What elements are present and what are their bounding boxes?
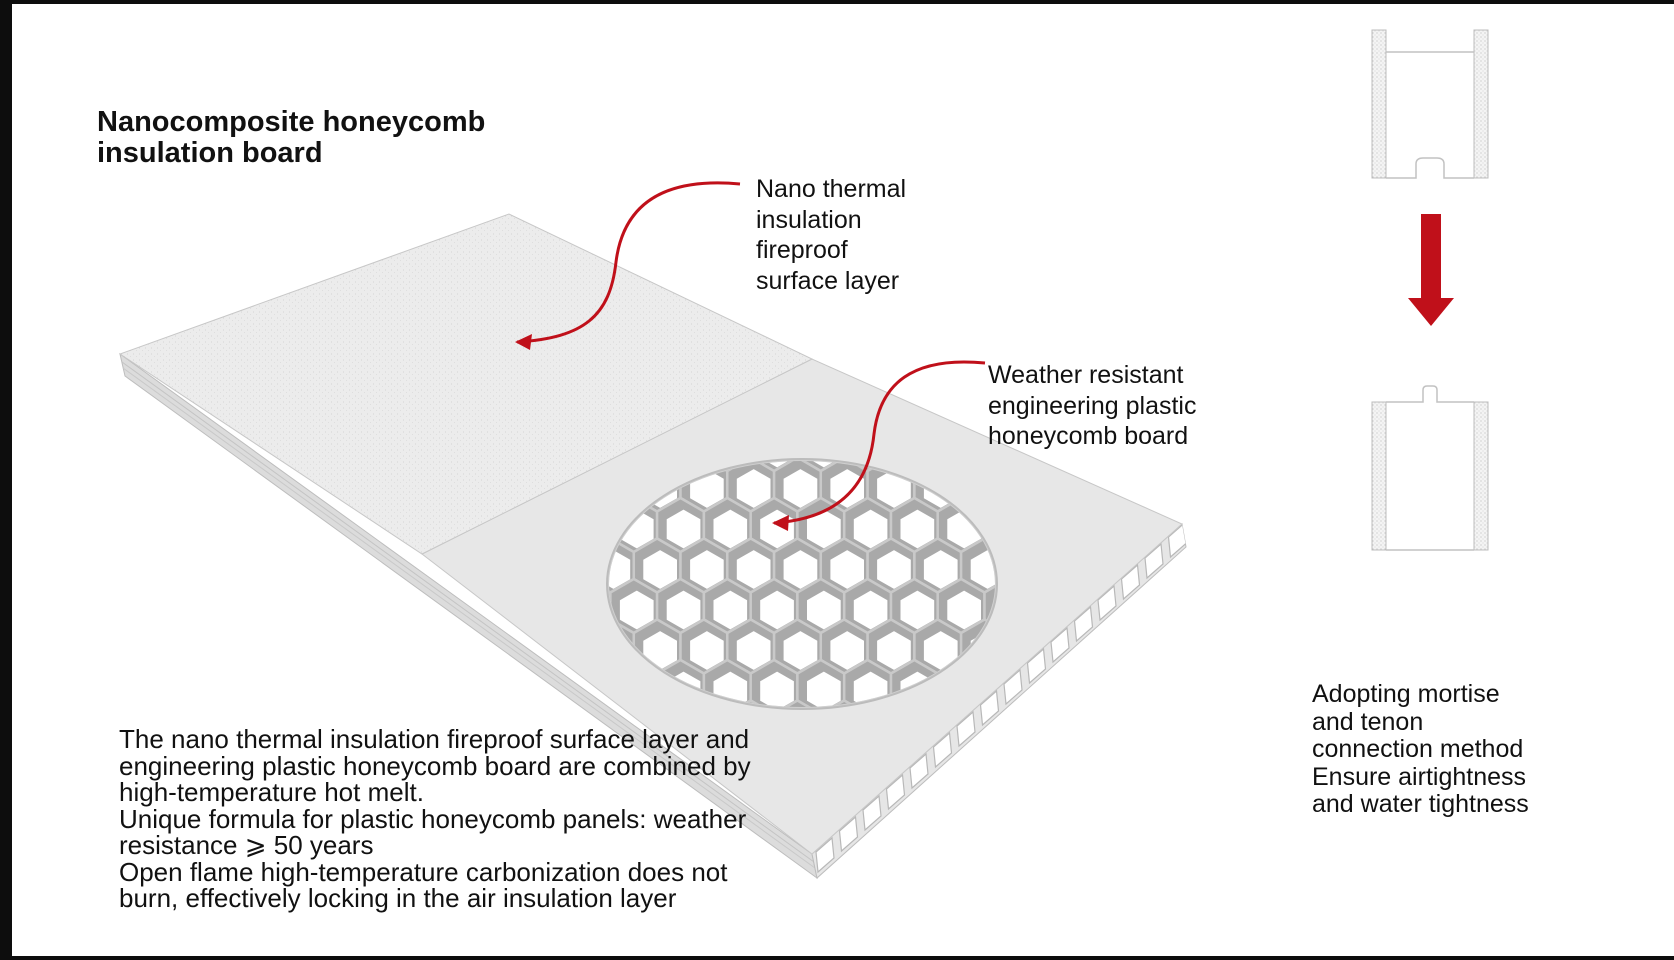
surface-layer-panel xyxy=(118,213,814,555)
slide: Nanocomposite honeycomb insulation board… xyxy=(12,4,1674,956)
tenon-profile xyxy=(1371,385,1489,551)
curved-arrow-icon xyxy=(772,360,986,531)
honeycomb-board-label: Weather resistant engineering plastic ho… xyxy=(988,361,1197,450)
board-illustration xyxy=(118,29,1489,880)
mortise-tenon-note: Adopting mortise and tenon connection me… xyxy=(1312,680,1529,818)
surface-layer-label: Nano thermal insulation fireproof surfac… xyxy=(756,175,907,295)
curved-arrow-icon xyxy=(515,181,741,350)
page-title: Nanocomposite honeycomb insulation board xyxy=(97,106,486,169)
description-text: The nano thermal insulation fireproof su… xyxy=(119,724,751,913)
mortise-profile xyxy=(1371,29,1489,179)
edge-honeycomb-cells xyxy=(815,524,1186,874)
down-arrow-icon xyxy=(1408,214,1454,326)
